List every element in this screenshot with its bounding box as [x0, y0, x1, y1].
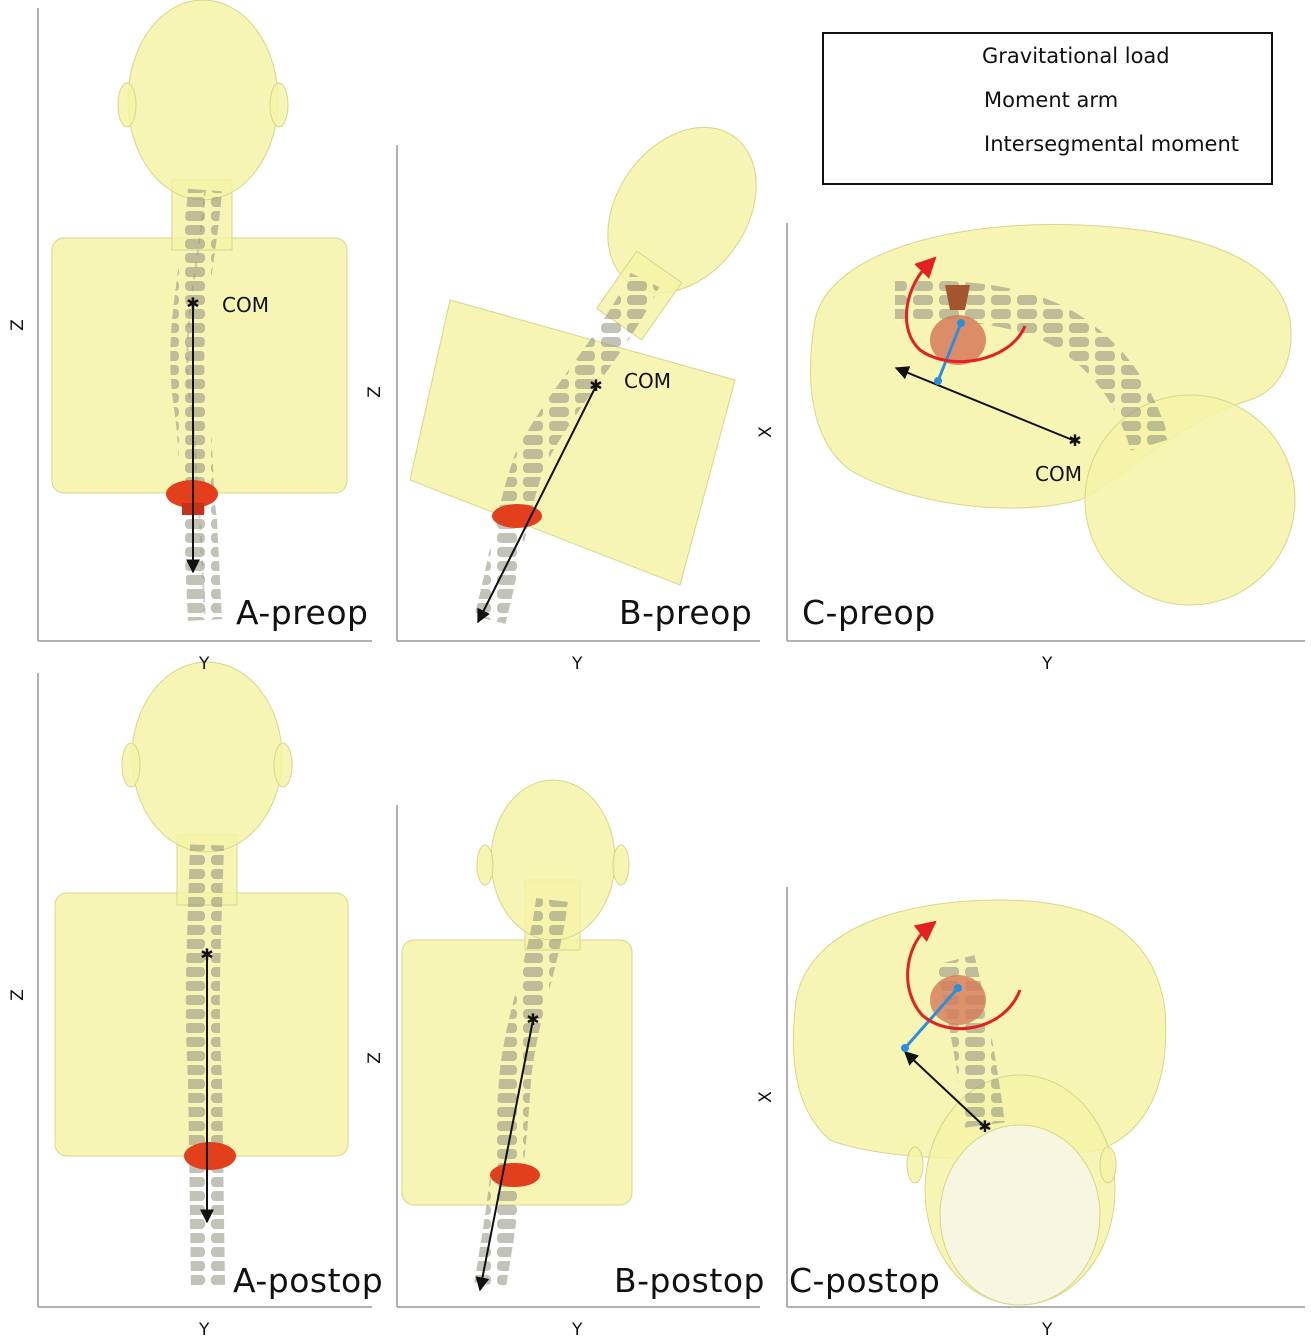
- panel-b-preop: ✱: [397, 99, 787, 641]
- panel-a-postop: ✱: [38, 662, 372, 1307]
- svg-text:✱: ✱: [200, 945, 213, 964]
- axis-label-a-postop-vertical: Z: [8, 989, 28, 1001]
- panel-a-preop: ✱: [38, 0, 372, 641]
- panel-b-postop: ✱: [397, 780, 760, 1307]
- axis-label-a-preop-vertical: Z: [8, 319, 28, 331]
- panel-label-a-preop: A-preop: [236, 593, 369, 632]
- panel-label-b-postop: B-postop: [614, 1261, 765, 1300]
- legend-intersegmental-moment: Intersegmental moment: [984, 132, 1239, 156]
- com-label-b-preop: COM: [624, 369, 671, 393]
- axis-label-c-preop-horizontal: Y: [1042, 654, 1052, 674]
- axis-label-b-preop-vertical: Z: [365, 386, 385, 398]
- highlighted-vertebra: [490, 1163, 540, 1187]
- axis-label-c-postop-horizontal: Y: [1042, 1320, 1052, 1340]
- svg-text:✱: ✱: [526, 1010, 539, 1029]
- axis-label-b-postop-vertical: Z: [365, 1052, 385, 1064]
- highlighted-vertebra: [184, 1142, 236, 1170]
- panel-label-b-preop: B-preop: [619, 593, 752, 632]
- axis-label-c-postop-vertical: X: [756, 1091, 776, 1103]
- highlighted-vertebra: [930, 975, 986, 1025]
- panel-label-a-postop: A-postop: [233, 1261, 383, 1300]
- axis-label-c-preop-vertical: X: [756, 426, 776, 438]
- svg-text:✱: ✱: [589, 376, 602, 395]
- com-label-a-preop: COM: [222, 293, 269, 317]
- panel-c-preop: ✱: [787, 223, 1311, 641]
- com-label-c-preop: COM: [1035, 462, 1082, 486]
- svg-text:✱: ✱: [1068, 431, 1081, 450]
- svg-text:✱: ✱: [186, 294, 199, 313]
- axis-label-b-postop-horizontal: Y: [572, 1320, 582, 1340]
- body-figure: [811, 224, 1311, 634]
- axis-label-a-postop-horizontal: Y: [199, 1320, 209, 1340]
- axis-label-b-preop-horizontal: Y: [572, 654, 582, 674]
- legend-moment-arm: Moment arm: [984, 88, 1118, 112]
- svg-text:✱: ✱: [978, 1117, 991, 1136]
- legend-gravitational-load: Gravitational load: [982, 44, 1170, 68]
- panel-label-c-preop: C-preop: [802, 593, 936, 632]
- panel-c-postop: ✱: [787, 887, 1305, 1307]
- axis-label-a-preop-horizontal: Y: [199, 654, 209, 674]
- panel-label-c-postop: C-postop: [789, 1261, 940, 1300]
